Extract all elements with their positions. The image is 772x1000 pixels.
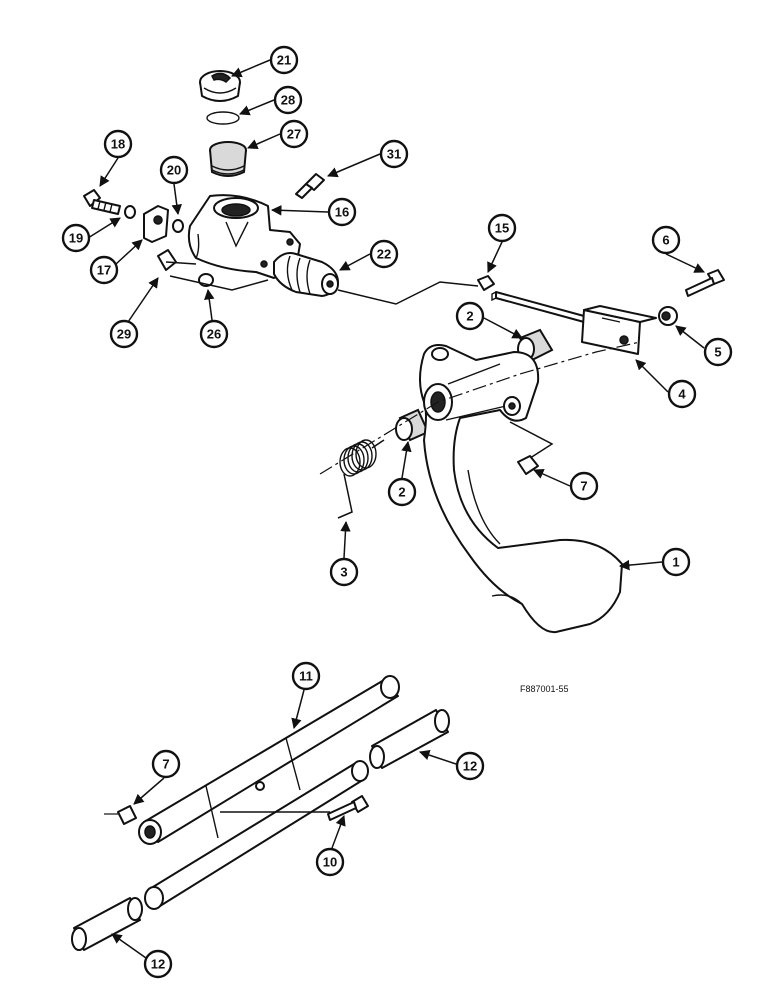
pedal-nut-line <box>509 421 554 463</box>
pedal-bushing-upper <box>517 328 554 362</box>
callout-21: 21 <box>231 45 299 78</box>
svg-text:31: 31 <box>387 147 401 162</box>
callout-22: 22 <box>339 239 399 271</box>
callout-18: 18 <box>99 129 133 187</box>
svg-text:4: 4 <box>678 387 686 402</box>
svg-text:12: 12 <box>463 759 477 774</box>
clevis-spacer <box>658 306 678 326</box>
callout-2-lower: 2 <box>387 440 417 507</box>
svg-text:22: 22 <box>377 247 391 262</box>
pushrod-link-line <box>337 281 479 305</box>
callout-7-shaft: 7 <box>133 749 181 805</box>
brake-line <box>169 275 269 291</box>
callout-16: 16 <box>270 197 357 227</box>
svg-text:6: 6 <box>662 233 669 248</box>
callout-12-left: 12 <box>111 933 173 979</box>
shaft-retaining-bolt <box>327 795 369 821</box>
bleed-screw <box>295 173 325 199</box>
callout-10: 10 <box>315 815 346 877</box>
svg-text:21: 21 <box>277 53 291 68</box>
reservoir-cap <box>199 70 241 102</box>
callout-12-right: 12 <box>419 750 485 781</box>
callout-5: 5 <box>675 325 733 367</box>
svg-text:20: 20 <box>167 163 181 178</box>
svg-text:7: 7 <box>162 757 169 772</box>
banjo-bolt <box>83 189 121 215</box>
svg-text:11: 11 <box>299 669 313 684</box>
callout-2-upper: 2 <box>455 301 523 339</box>
callout-19: 19 <box>61 217 121 253</box>
banjo-block <box>143 205 169 243</box>
svg-text:7: 7 <box>580 479 587 494</box>
shaft-bushing-left <box>71 897 143 951</box>
svg-text:2: 2 <box>466 309 473 324</box>
svg-text:12: 12 <box>151 957 165 972</box>
reservoir-seal-ring <box>206 111 240 125</box>
copper-washers <box>124 205 184 233</box>
callout-1: 1 <box>618 547 691 577</box>
reservoir-filter-cup <box>209 141 247 177</box>
pedal-stop-nut <box>517 455 539 475</box>
svg-text:3: 3 <box>340 565 347 580</box>
callout-3: 3 <box>329 520 359 587</box>
svg-text:15: 15 <box>495 221 509 236</box>
callout-28: 28 <box>239 85 303 116</box>
svg-text:18: 18 <box>111 137 125 152</box>
shaft-nut <box>117 805 137 825</box>
pedal-bushing-lower <box>395 408 430 442</box>
pedal-lever <box>419 344 623 634</box>
svg-text:29: 29 <box>117 327 131 342</box>
callout-6: 6 <box>651 225 705 273</box>
clevis-bolt <box>685 269 725 297</box>
callout-27: 27 <box>247 119 309 150</box>
svg-text:16: 16 <box>335 205 349 220</box>
callout-11: 11 <box>291 661 321 730</box>
shaft-bushing-right <box>369 709 450 769</box>
callout-17: 17 <box>89 239 143 285</box>
callout-15: 15 <box>487 213 517 273</box>
callout-4: 4 <box>635 359 697 409</box>
svg-text:26: 26 <box>207 327 221 342</box>
svg-text:17: 17 <box>97 263 111 278</box>
pushrod-clevis <box>491 291 657 355</box>
master-cylinder-body <box>187 194 301 279</box>
cross-shaft-upper <box>138 675 400 845</box>
cross-shaft-lower <box>144 760 369 910</box>
svg-text:2: 2 <box>398 485 405 500</box>
callout-26: 26 <box>199 288 229 349</box>
return-spring <box>337 439 385 519</box>
brake-line-fitting <box>157 249 197 271</box>
svg-text:27: 27 <box>287 127 301 142</box>
pivot-centerline <box>319 341 641 475</box>
svg-text:28: 28 <box>281 93 295 108</box>
callout-31: 31 <box>327 139 409 178</box>
svg-text:10: 10 <box>323 855 337 870</box>
callout-20: 20 <box>159 155 189 216</box>
callout-29: 29 <box>109 277 159 349</box>
callout-7-pedal: 7 <box>533 469 599 501</box>
svg-text:1: 1 <box>672 555 679 570</box>
svg-text:5: 5 <box>714 345 721 360</box>
clevis-lock-nut <box>477 275 495 291</box>
pushrod-boot <box>273 252 339 297</box>
figure-reference: F887001-55 <box>520 684 569 694</box>
svg-text:19: 19 <box>69 231 83 246</box>
